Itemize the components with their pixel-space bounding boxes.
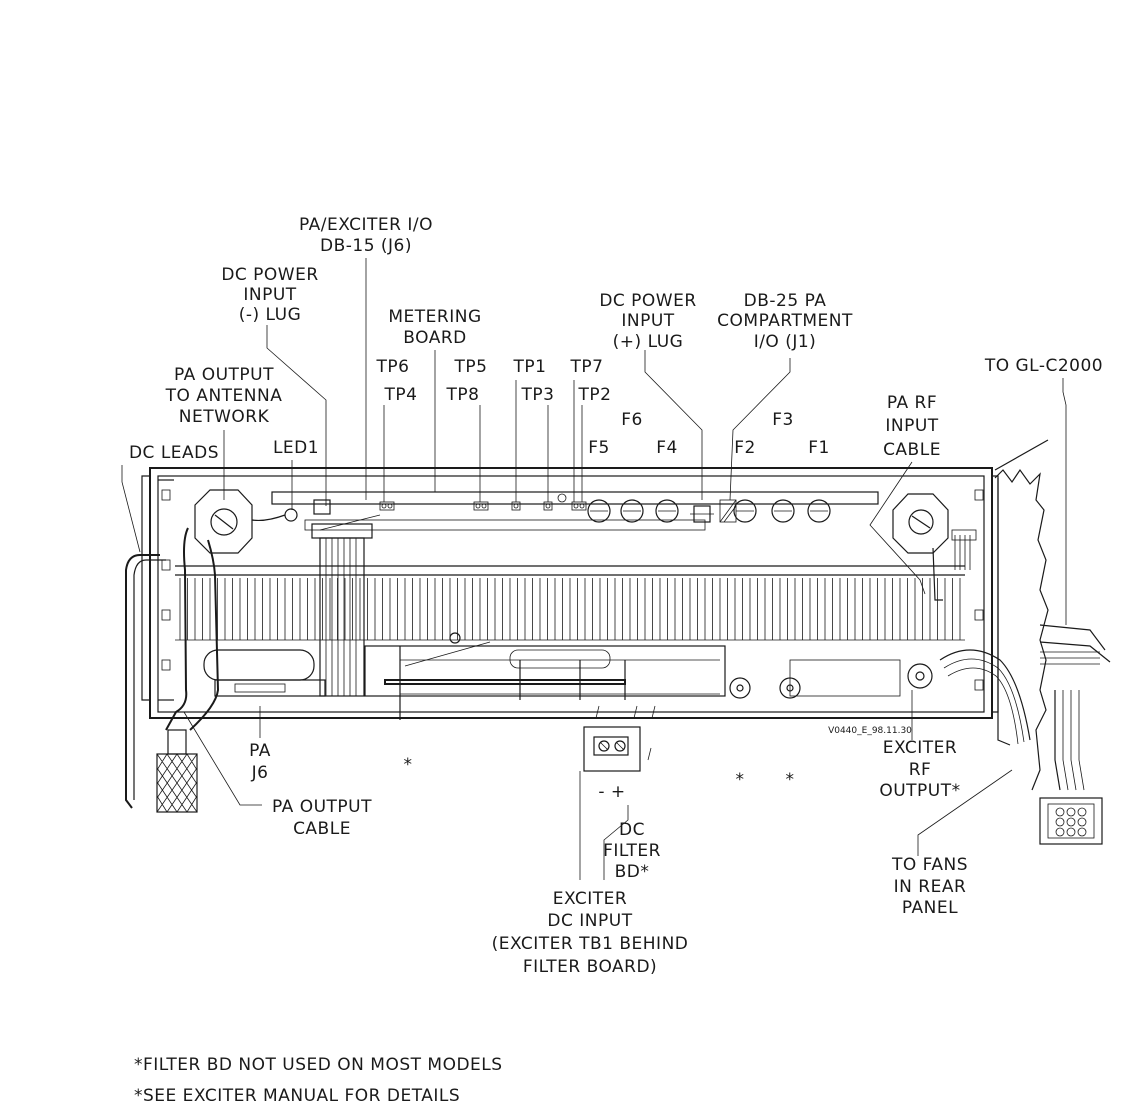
ribbon-cable xyxy=(311,514,381,697)
leader-lines xyxy=(121,258,1067,880)
dc-filter-bd-line3: BD* xyxy=(615,862,650,882)
label-dc-power-neg: DC POWER INPUT (-) LUG xyxy=(221,265,318,325)
exciter-dc-input-line3: (EXCITER TB1 BEHIND xyxy=(492,934,689,954)
dc-power-neg-line1: DC POWER xyxy=(221,265,318,285)
pa-j6-line2: J6 xyxy=(251,763,269,783)
exciter-dc-input-line1: EXCITER xyxy=(553,889,627,909)
dc-power-neg-line2: INPUT xyxy=(243,285,296,305)
test-point-pins xyxy=(379,501,587,511)
pa-output-plug xyxy=(156,729,198,813)
to-fans-line1: TO FANS xyxy=(891,855,968,875)
label-tp1: TP1 xyxy=(513,357,547,377)
fan-connector xyxy=(1039,797,1103,845)
pa-output-antenna-line3: NETWORK xyxy=(179,407,270,427)
pa-rf-input-line3: CABLE xyxy=(883,440,941,460)
pa-output-cable-line2: CABLE xyxy=(293,819,351,839)
label-dc-power-pos: DC POWER INPUT (+) LUG xyxy=(599,291,696,352)
note-see-manual: *SEE EXCITER MANUAL FOR DETAILS xyxy=(134,1086,460,1105)
label-exciter-dc-input: EXCITER DC INPUT (EXCITER TB1 BEHIND FIL… xyxy=(492,889,689,977)
db25-line2: COMPARTMENT xyxy=(717,311,853,331)
standoffs xyxy=(729,663,933,699)
dc-power-pos-line1: DC POWER xyxy=(599,291,696,311)
label-tp6: TP6 xyxy=(376,357,410,377)
gl-c2000-cable xyxy=(1039,624,1111,665)
label-tp3: TP3 xyxy=(521,385,555,405)
label-tp7: TP7 xyxy=(570,357,604,377)
pa-rf-input-connector xyxy=(892,493,977,601)
exciter-assembly xyxy=(203,632,901,720)
dc-power-neg-line3: (-) LUG xyxy=(239,305,302,325)
exciter-rf-output-line3: OUTPUT* xyxy=(879,781,960,801)
dc-power-pos-line2: INPUT xyxy=(621,311,674,331)
pa-exciter-io-line1: PA/EXCITER I/O xyxy=(299,215,433,235)
label-to-gl-c2000: TO GL-C2000 xyxy=(984,356,1103,376)
label-f1: F1 xyxy=(808,438,830,458)
label-tp2: TP2 xyxy=(578,385,612,405)
dc-filter-board xyxy=(583,705,656,772)
exciter-dc-input-line2: DC INPUT xyxy=(547,911,632,931)
label-led1: LED1 xyxy=(273,438,319,458)
dc-power-pos-line3: (+) LUG xyxy=(613,332,684,352)
label-exciter-rf-output: EXCITER RF OUTPUT* xyxy=(879,738,960,801)
pa-output-antenna-line1: PA OUTPUT xyxy=(174,365,274,385)
label-f3: F3 xyxy=(772,410,794,430)
label-pa-output-cable: PA OUTPUT CABLE xyxy=(272,797,372,839)
pa-rf-input-line1: PA RF xyxy=(887,393,937,413)
label-tp4: TP4 xyxy=(384,385,418,405)
label-db25: DB-25 PA COMPARTMENT I/O (J1) xyxy=(717,291,853,352)
note-filter-bd: *FILTER BD NOT USED ON MOST MODELS xyxy=(134,1055,503,1075)
label-metering-board: METERING BOARD xyxy=(388,307,481,348)
exciter-rf-output-line2: RF xyxy=(909,760,932,780)
label-pa-output-antenna: PA OUTPUT TO ANTENNA NETWORK xyxy=(165,365,283,427)
fan-leads xyxy=(939,649,1085,791)
db25-line3: I/O (J1) xyxy=(754,332,817,352)
label-f2: F2 xyxy=(734,438,756,458)
label-dc-leads: DC LEADS xyxy=(129,443,219,463)
chassis-outline xyxy=(149,467,993,719)
heatsink xyxy=(175,565,965,641)
label-pa-exciter-io: PA/EXCITER I/O DB-15 (J6) xyxy=(299,215,433,256)
to-fans-line2: IN REAR xyxy=(894,877,967,897)
pa-output-connector xyxy=(165,489,286,731)
dc-filter-bd-line1: DC xyxy=(619,820,645,840)
label-dc-filter-bd: DC FILTER BD* xyxy=(603,820,661,882)
db25-line1: DB-25 PA xyxy=(744,291,827,311)
pa-rf-input-line2: INPUT xyxy=(885,416,938,436)
pa-output-cable-line1: PA OUTPUT xyxy=(272,797,372,817)
to-fans-line3: PANEL xyxy=(902,898,958,918)
notes: *FILTER BD NOT USED ON MOST MODELS *SEE … xyxy=(134,1055,503,1105)
asterisk-standoff-1: * xyxy=(736,770,745,790)
label-pa-rf-input: PA RF INPUT CABLE xyxy=(883,393,941,460)
label-polarity: - + xyxy=(598,782,625,802)
dc-lugs xyxy=(284,493,714,523)
rear-panel-edge xyxy=(994,439,1049,791)
drawing-id: V0440_E_98.11.30 xyxy=(828,726,912,736)
chassis-body xyxy=(141,467,999,719)
dc-leads xyxy=(125,554,166,809)
dc-filter-bd-line2: FILTER xyxy=(603,841,661,861)
asterisk-left: * xyxy=(404,755,413,775)
metering-board-line2: BOARD xyxy=(403,328,466,348)
pa-exciter-io-line2: DB-15 (J6) xyxy=(320,236,412,256)
exciter-dc-input-line4: FILTER BOARD) xyxy=(523,957,657,977)
pa-output-antenna-line2: TO ANTENNA xyxy=(165,386,283,406)
asterisk-standoff-2: * xyxy=(786,770,795,790)
label-tp5: TP5 xyxy=(454,357,488,377)
fuse-holders xyxy=(587,499,831,523)
label-tp8: TP8 xyxy=(446,385,480,405)
label-to-fans: TO FANS IN REAR PANEL xyxy=(891,855,968,918)
metering-board-line1: METERING xyxy=(388,307,481,327)
pa-j6-line1: PA xyxy=(249,741,271,761)
label-f4: F4 xyxy=(656,438,678,458)
exciter-rf-output-line1: EXCITER xyxy=(883,738,957,758)
label-f5: F5 xyxy=(588,438,610,458)
label-pa-j6: PA J6 xyxy=(249,741,271,783)
label-f6: F6 xyxy=(621,410,643,430)
